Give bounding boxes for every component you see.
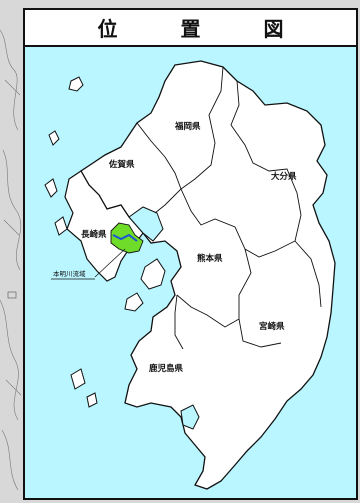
- island-north-1: [68, 76, 84, 92]
- callout-leader-line: [94, 248, 126, 278]
- island-north-2: [48, 130, 60, 146]
- amakusa-island-small: [124, 292, 144, 312]
- basin-callout-label: 本明川流域: [53, 269, 86, 278]
- label-fukuoka: 福岡県: [174, 121, 201, 132]
- honmyo-river-basin: [110, 222, 144, 254]
- label-oita: 大分県: [271, 171, 297, 182]
- label-kumamoto: 熊本県: [197, 253, 223, 264]
- amakusa-island: [140, 258, 166, 290]
- label-kagoshima: 鹿児島県: [148, 363, 184, 374]
- island-south-1: [70, 368, 86, 390]
- label-saga: 佐賀県: [108, 159, 135, 170]
- nagasaki-peninsula: [64, 170, 144, 282]
- island-south-2: [86, 392, 98, 408]
- kyushu-landmass: [80, 60, 336, 490]
- ariake-sea: [128, 206, 164, 242]
- label-miyazaki: 宮崎県: [259, 321, 285, 332]
- prefecture-borders: [136, 66, 322, 350]
- honmyo-river: [112, 233, 138, 242]
- title-bar: 位 置 図: [25, 10, 356, 47]
- kyushu-map: 本明川流域 福岡県 佐賀県 長崎県 大分県 熊本県 宮崎県 鹿児島県: [44, 60, 336, 490]
- page-title: 位 置 図: [97, 17, 312, 41]
- sakurajima-bay: [180, 404, 200, 430]
- island-west-2: [54, 216, 68, 236]
- island-west-1: [44, 178, 58, 198]
- label-nagasaki: 長崎県: [81, 229, 107, 240]
- location-map-panel: 位 置 図: [23, 8, 358, 500]
